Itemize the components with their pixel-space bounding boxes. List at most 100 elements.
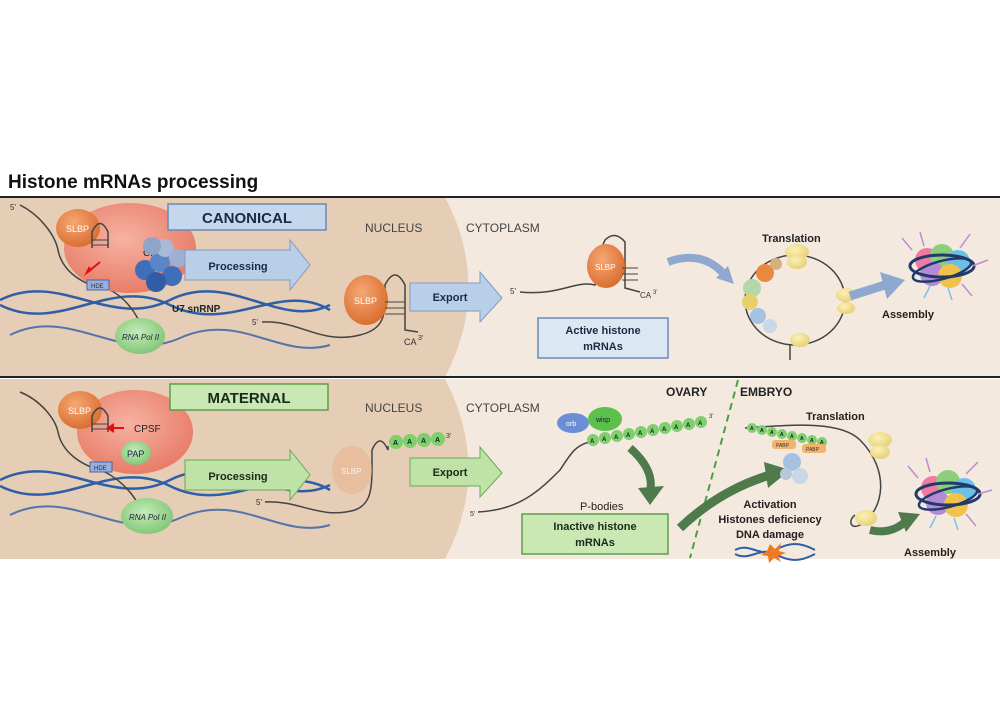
slbp-faded	[332, 446, 372, 494]
processing-label: Processing	[208, 471, 267, 483]
inactive-histone-box	[521, 513, 669, 555]
svg-text:A: A	[602, 437, 607, 443]
hde-element	[89, 461, 113, 473]
svg-text:A: A	[421, 438, 426, 445]
ca-label: CA	[640, 291, 652, 300]
maternal-label-box	[169, 383, 329, 411]
three-prime-label: 3'	[446, 433, 451, 440]
svg-text:A: A	[800, 436, 804, 442]
ovary-label: OVARY	[666, 385, 707, 399]
three-prime-label: 3'	[418, 335, 423, 342]
svg-text:A: A	[780, 432, 784, 438]
active-line-2: mRNAs	[583, 341, 623, 353]
figure-title: Histone mRNAs processing	[8, 172, 259, 193]
svg-text:A: A	[407, 439, 412, 446]
svg-text:A: A	[820, 440, 824, 446]
maternal-panel: CPSF PAP SLBP HDE RNA Pol II MATERNAL Pr…	[0, 379, 1000, 563]
five-prime-label: 5'	[252, 318, 258, 327]
polyadenylated-mrna	[264, 440, 389, 514]
mature-mrna	[261, 274, 419, 339]
translation-label: Translation	[806, 411, 865, 423]
svg-text:A: A	[614, 435, 619, 441]
dna-strand	[9, 505, 331, 529]
svg-text:A: A	[626, 433, 631, 439]
stem-loop	[91, 222, 109, 248]
slbp-label: SLBP	[341, 467, 361, 476]
dna-damage-label: DNA damage	[736, 529, 804, 541]
deficiency-label: Histones deficiency	[718, 514, 822, 526]
dna-strand	[9, 325, 331, 349]
pabp-protein	[802, 444, 826, 453]
ribosome	[855, 510, 877, 526]
rna-pol-ii	[115, 318, 165, 354]
processing-label: Processing	[208, 261, 267, 273]
wisp-protein	[588, 407, 622, 431]
export-arrow	[409, 270, 503, 324]
cpsf-complex	[77, 390, 193, 474]
ribosome	[785, 244, 809, 260]
inactive-line-1: Inactive histone	[553, 521, 636, 533]
u7-label: U7 snRNP	[172, 304, 221, 315]
canonical-label: CANONICAL	[202, 210, 292, 227]
pabp-label: PABP	[806, 447, 820, 453]
nucleosome	[901, 231, 989, 301]
rna-pol-ii-label: RNA Pol II	[129, 513, 167, 522]
stem-loop	[91, 407, 109, 432]
maternal-label: MATERNAL	[207, 390, 290, 407]
pbodies-label: P-bodies	[580, 501, 624, 513]
hde-label: HDE	[91, 284, 104, 290]
assembly-label: Assembly	[904, 547, 957, 559]
svg-text:A: A	[590, 439, 595, 445]
svg-text:A: A	[760, 428, 764, 434]
embryo-polysome	[744, 424, 882, 527]
poly-a-tail: A A A A	[389, 432, 445, 449]
five-prime-label: 5'	[470, 511, 475, 518]
active-histone-box	[537, 317, 669, 359]
embryo-label: EMBRYO	[740, 385, 792, 399]
svg-text:A: A	[686, 423, 691, 429]
svg-text:A: A	[674, 425, 679, 431]
pap-protein	[121, 441, 151, 465]
ribosome	[868, 432, 892, 448]
orb-label: orb	[566, 421, 576, 428]
orb-protein	[557, 413, 589, 433]
five-prime-label: 5'	[510, 287, 516, 296]
svg-text:A: A	[662, 427, 667, 433]
processing-arrow	[184, 238, 311, 292]
stored-mrna	[477, 441, 591, 513]
slbp-label: SLBP	[66, 224, 89, 234]
damaged-dna	[734, 543, 816, 563]
to-assembly-arrow	[869, 518, 908, 536]
export-label: Export	[433, 292, 468, 304]
dna-strand	[0, 295, 331, 316]
to-translation-arrow	[666, 253, 725, 275]
nucleus-label: NUCLEUS	[365, 401, 422, 415]
five-prime-label: 5'	[10, 203, 16, 212]
cytoplasm-label: CYTOPLASM	[466, 401, 540, 415]
pre-mrna-strand	[19, 204, 151, 346]
slbp-protein	[587, 244, 625, 288]
three-prime-label: 3'	[709, 414, 713, 420]
activation-label: Activation	[743, 499, 796, 511]
translation-label: Translation	[762, 233, 821, 245]
assembly-label: Assembly	[882, 309, 935, 321]
svg-text:A: A	[790, 434, 794, 440]
svg-text:A: A	[770, 430, 774, 436]
nucleus-label: NUCLEUS	[365, 221, 422, 235]
wisp-label: wisp	[595, 417, 610, 424]
activation-arrow	[676, 470, 772, 532]
ca-label: CA	[404, 337, 417, 347]
nucleosome	[907, 457, 993, 531]
slbp-protein	[58, 391, 102, 429]
svg-text:A: A	[750, 426, 754, 432]
svg-text:A: A	[435, 437, 440, 444]
svg-text:A: A	[698, 421, 703, 427]
active-line-1: Active histone	[565, 325, 640, 337]
svg-text:A: A	[810, 438, 814, 444]
poly-a-tail: A A A A A A A A A A	[587, 416, 707, 446]
hde-element	[86, 279, 110, 291]
processing-arrow	[184, 448, 311, 502]
translation-factors	[742, 258, 782, 333]
svg-text:A: A	[650, 429, 655, 435]
